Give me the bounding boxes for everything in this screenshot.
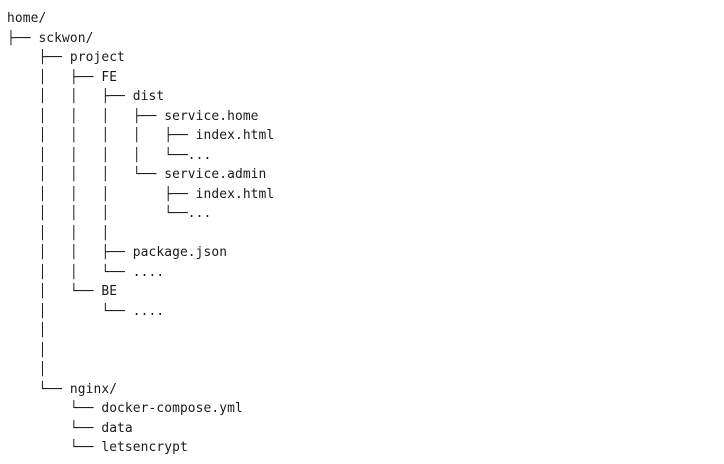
tree-line: │ │ └── .... — [7, 264, 165, 280]
tree-line: │ └── .... — [7, 303, 165, 319]
tree-line: │ │ │ └── service.admin — [7, 167, 267, 182]
tree-line: │ │ ├── dist — [7, 89, 165, 104]
tree-line: │ │ │ ├── index.html — [7, 186, 275, 202]
tree-line: ├── project — [7, 50, 125, 65]
tree-line: │ │ │ │ └──... — [7, 147, 212, 163]
tree-line: │ │ │ └──... — [7, 206, 212, 221]
tree-line: └── docker-compose.yml — [7, 401, 243, 416]
tree-line: │ — [7, 323, 47, 338]
tree-line: └── nginx/ — [7, 381, 118, 397]
tree-line: ├── sckwon/ — [7, 30, 94, 46]
tree-line: │ — [7, 342, 47, 358]
tree-line: │ │ │ ├── service.home — [7, 108, 259, 124]
tree-line: └── letsencrypt — [7, 440, 188, 455]
tree-line: │ └── BE — [7, 284, 118, 299]
tree-line: │ — [7, 362, 47, 377]
tree-line: │ │ ├── package.json — [7, 245, 228, 260]
tree-line: └── data — [7, 420, 133, 436]
tree-line: │ ├── FE — [7, 69, 118, 85]
tree-line: home/ — [7, 11, 47, 26]
tree-line: │ │ │ — [7, 225, 110, 241]
tree-line: │ │ │ │ ├── index.html — [7, 128, 275, 143]
directory-tree: home/ ├── sckwon/ ├── project │ ├── FE │ … — [7, 9, 274, 458]
